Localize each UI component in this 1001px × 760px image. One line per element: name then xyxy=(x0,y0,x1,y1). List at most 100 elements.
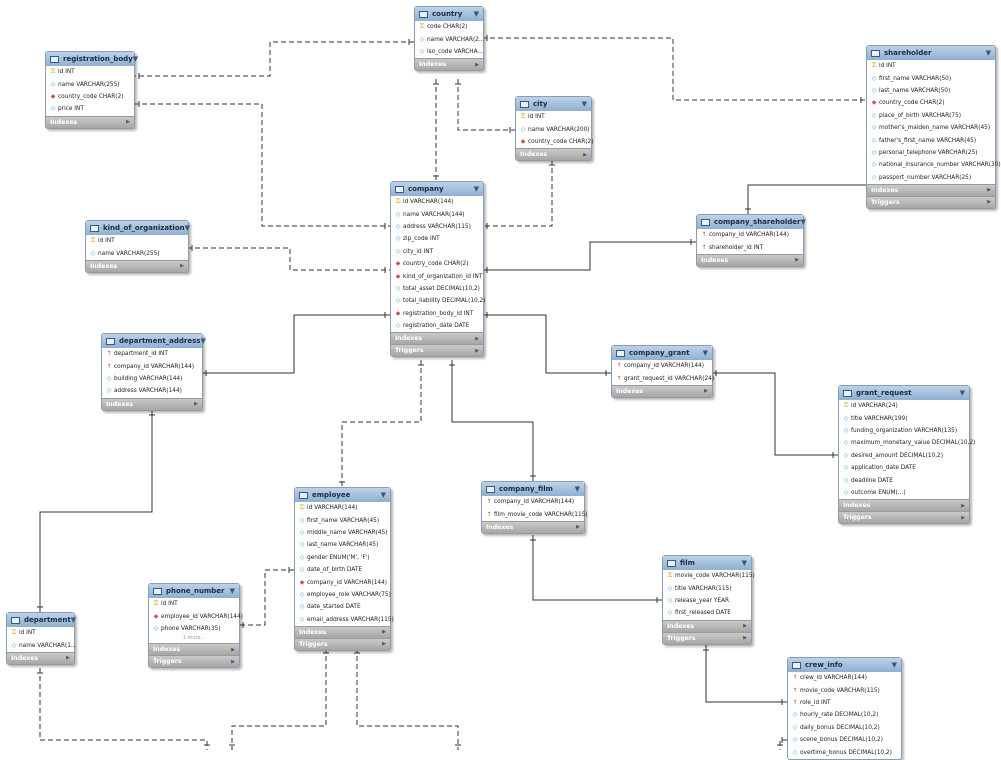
column-row[interactable]: ◇last_name VARCHAR(45) xyxy=(295,539,390,551)
column-row[interactable]: ⚿id VARCHAR(24) xyxy=(839,400,969,412)
column-row[interactable]: ◇deadline DATE xyxy=(839,474,969,486)
table-film[interactable]: film▼⚿movie_code VARCHAR(115)◇title VARC… xyxy=(662,555,755,645)
section-indexes[interactable]: Indexes▶ xyxy=(867,183,995,196)
column-row[interactable]: ◇personal_telephone VARCHAR(25) xyxy=(867,147,995,159)
table-header[interactable]: film▼ xyxy=(663,556,751,570)
dropdown-arrow-icon[interactable]: ▼ xyxy=(985,49,991,57)
section-indexes[interactable]: Indexes▶ xyxy=(149,643,239,656)
dropdown-arrow-icon[interactable]: ▼ xyxy=(581,100,587,108)
section-indexes[interactable]: Indexes▶ xyxy=(46,115,134,128)
section-triggers[interactable]: Triggers▶ xyxy=(839,511,969,524)
table-header[interactable]: grant_request▼ xyxy=(839,386,969,400)
column-row[interactable]: ◇national_insurance_number VARCHAR(30) xyxy=(867,159,1001,171)
table-header[interactable]: crew_info▼ xyxy=(788,658,901,672)
column-row[interactable]: ◇maximum_monetary_value DECIMAL(10,2) xyxy=(839,437,976,449)
expand-arrow-icon[interactable]: ▶ xyxy=(194,401,198,408)
table-registration_body[interactable]: registration_body▼⚿id INT◇name VARCHAR(2… xyxy=(45,51,138,129)
table-header[interactable]: city▼ xyxy=(516,97,591,111)
column-row[interactable]: ◇employee_role VARCHAR(75) xyxy=(295,589,391,601)
column-row[interactable]: ◆registration_body_id INT xyxy=(391,308,483,320)
expand-arrow-icon[interactable]: ▶ xyxy=(382,629,386,636)
section-indexes[interactable]: Indexes▶ xyxy=(7,651,74,664)
section-indexes[interactable]: Indexes▶ xyxy=(86,259,188,272)
expand-arrow-icon[interactable]: ▶ xyxy=(576,524,580,531)
section-indexes[interactable]: Indexes▶ xyxy=(391,332,483,345)
column-row[interactable]: ⚿id INT xyxy=(7,627,74,639)
column-row[interactable]: ↑company_id VARCHAR(144) xyxy=(697,229,803,241)
section-indexes[interactable]: Indexes▶ xyxy=(295,625,390,638)
table-header[interactable]: department_address▼ xyxy=(102,334,206,348)
expand-arrow-icon[interactable]: ▶ xyxy=(795,257,799,264)
column-row[interactable]: ◇mother's_maiden_name VARCHAR(45) xyxy=(867,122,995,134)
column-row[interactable]: ↑company_id VARCHAR(144) xyxy=(482,496,584,508)
dropdown-arrow-icon[interactable]: ▼ xyxy=(702,349,708,357)
column-row[interactable]: ◇first_name VARCHAR(45) xyxy=(295,514,390,526)
table-header[interactable]: company_film▼ xyxy=(482,482,584,496)
table-grant_request[interactable]: grant_request▼⚿id VARCHAR(24)◇title VARC… xyxy=(838,385,976,525)
expand-arrow-icon[interactable]: ▶ xyxy=(704,388,708,395)
column-row[interactable]: ◇price INT xyxy=(46,103,134,115)
dropdown-arrow-icon[interactable]: ▼ xyxy=(229,587,235,595)
column-row[interactable]: ◇hourly_rate DECIMAL(10,2) xyxy=(788,709,901,721)
table-header[interactable]: department▼ xyxy=(7,613,76,627)
column-row[interactable]: ◇registration_date DATE xyxy=(391,320,483,332)
table-company_film[interactable]: company_film▼↑company_id VARCHAR(144)↑fi… xyxy=(481,481,588,534)
column-row[interactable]: ◇father's_first_name VARCHAR(45) xyxy=(867,134,995,146)
section-triggers[interactable]: Triggers▶ xyxy=(391,344,483,357)
table-header[interactable]: kind_of_organization▼ xyxy=(86,221,190,235)
column-row[interactable]: ◆country_code CHAR(2) xyxy=(391,258,483,270)
column-row[interactable]: ◇name VARCHAR(255) xyxy=(46,78,134,90)
section-triggers[interactable]: Triggers▶ xyxy=(149,655,239,668)
column-row[interactable]: ◇application_date DATE xyxy=(839,462,969,474)
column-row[interactable]: ◇first_name VARCHAR(50) xyxy=(867,72,995,84)
column-row[interactable]: ↑movie_code VARCHAR(115) xyxy=(788,684,901,696)
section-indexes[interactable]: Indexes▶ xyxy=(612,384,712,397)
expand-arrow-icon[interactable]: ▶ xyxy=(475,335,479,342)
section-indexes[interactable]: Indexes▶ xyxy=(839,499,969,512)
column-row[interactable]: ◇title VARCHAR(115) xyxy=(663,582,751,594)
table-company[interactable]: company▼⚿id VARCHAR(144)◇name VARCHAR(14… xyxy=(390,181,486,358)
expand-arrow-icon[interactable]: ▶ xyxy=(961,502,965,509)
column-row[interactable]: ◇building VARCHAR(144) xyxy=(102,373,202,385)
column-row[interactable]: ◇date_started DATE xyxy=(295,601,390,613)
section-indexes[interactable]: Indexes▶ xyxy=(697,253,803,266)
column-row[interactable]: ⚿id VARCHAR(144) xyxy=(295,502,390,514)
column-row[interactable]: ◇release_year YEAR xyxy=(663,595,751,607)
column-row[interactable]: ⚿id INT xyxy=(149,598,239,610)
column-row[interactable]: ◇phone VARCHAR(35) xyxy=(149,623,239,635)
column-row[interactable]: ◇name VARCHAR(255) xyxy=(86,247,188,259)
column-row[interactable]: ⚿id INT xyxy=(867,60,995,72)
column-row[interactable]: ◆employee_id VARCHAR(144) xyxy=(149,610,243,622)
column-row[interactable]: ◇overtime_bonus DECIMAL(10,2) xyxy=(788,746,901,758)
expand-arrow-icon[interactable]: ▶ xyxy=(743,635,747,642)
section-indexes[interactable]: Indexes▶ xyxy=(415,58,483,71)
column-row[interactable]: ◇daily_bonus DECIMAL(10,2) xyxy=(788,722,901,734)
expand-arrow-icon[interactable]: ▶ xyxy=(180,263,184,270)
table-header[interactable]: registration_body▼ xyxy=(46,52,138,66)
column-row[interactable]: ◆country_code CHAR(2) xyxy=(46,91,134,103)
table-crew_info[interactable]: crew_info▼↑crew_id VARCHAR(144)↑movie_co… xyxy=(787,657,902,760)
table-header[interactable]: country▼ xyxy=(415,7,483,21)
column-row[interactable]: ⚿id INT xyxy=(516,111,591,123)
column-row[interactable]: ◇address VARCHAR(144) xyxy=(102,385,202,397)
expand-arrow-icon[interactable]: ▶ xyxy=(987,199,991,206)
column-row[interactable]: ↑department_id INT xyxy=(102,348,202,360)
expand-arrow-icon[interactable]: ▶ xyxy=(382,641,386,648)
column-row[interactable]: ◇date_of_birth DATE xyxy=(295,564,390,576)
column-row[interactable]: ◇funding_organization VARCHAR(135) xyxy=(839,425,969,437)
column-row[interactable]: ↑film_movie_code VARCHAR(115) xyxy=(482,508,587,520)
column-row[interactable]: ◇total_asset DECIMAL(10,2) xyxy=(391,283,483,295)
expand-arrow-icon[interactable]: ▶ xyxy=(987,187,991,194)
dropdown-arrow-icon[interactable]: ▼ xyxy=(891,661,897,669)
column-row[interactable]: ◆kind_of_organization_id INT xyxy=(391,270,483,282)
column-row[interactable]: ◇middle_name VARCHAR(45) xyxy=(295,527,390,539)
section-indexes[interactable]: Indexes▶ xyxy=(482,520,584,533)
table-header[interactable]: company_grant▼ xyxy=(612,346,712,360)
column-row[interactable]: ◇name VARCHAR(144) xyxy=(391,208,483,220)
table-company_shareholder[interactable]: company_shareholder▼↑company_id VARCHAR(… xyxy=(696,214,806,267)
section-triggers[interactable]: Triggers▶ xyxy=(295,637,390,650)
column-row[interactable]: ◇name VARCHAR(2... xyxy=(415,33,485,45)
column-row[interactable]: ◇total_liability DECIMAL(10,2) xyxy=(391,295,486,307)
column-row[interactable]: ⚿id INT xyxy=(46,66,134,78)
column-row[interactable]: ◇iso_code VARCHA... xyxy=(415,46,483,58)
